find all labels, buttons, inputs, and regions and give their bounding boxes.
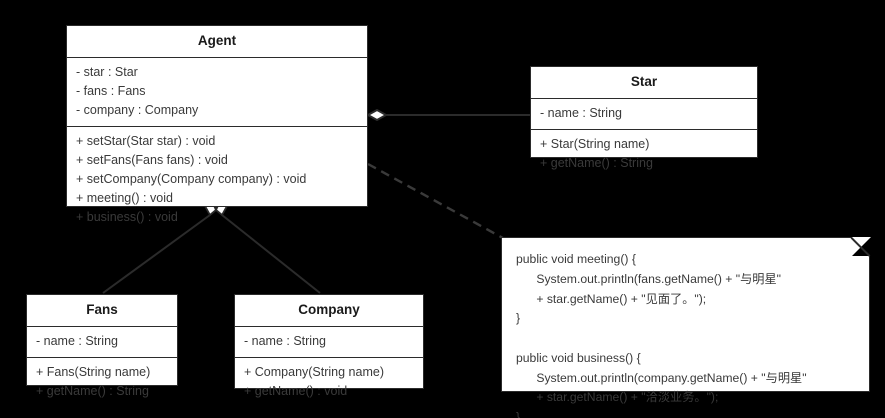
class-operations-agent: + setStar(Star star) : void + setFans(Fa… [67,127,367,233]
class-divider [27,325,177,327]
class-divider [67,56,367,58]
link-agent-company [221,214,321,294]
link-agent-fans [102,214,211,294]
class-attribute-row: - fans : Fans [76,83,146,98]
class-attributes-agent: - star : Star - fans : Fans - company : … [67,58,367,126]
class-title-star: Star [630,74,658,89]
class-box-agent[interactable]: Agent - star : Star - fans : Fans - comp… [66,25,368,224]
note-fold-corner-icon [851,236,871,256]
note-box-code[interactable]: public void meeting() { System.out.print… [501,236,871,418]
class-operations-company: + Company(String name) + getName() : voi… [235,358,423,407]
class-attributes-fans: - name : String [27,327,177,357]
class-divider [531,97,757,99]
class-divider [235,356,423,358]
class-divider [235,325,423,327]
class-operation-row: + Star(String name) [540,136,650,151]
class-operation-row: + getName() : String [36,383,149,398]
class-operation-row: + setStar(Star star) : void [76,133,216,148]
class-operation-row: + getName() : void [244,383,348,398]
class-title-company: Company [298,302,360,317]
class-attributes-star: - name : String [531,99,757,129]
class-attribute-row: - name : String [244,333,326,348]
class-divider [27,356,177,358]
class-attribute-row: - name : String [36,333,118,348]
class-operation-row: + setFans(Fans fans) : void [76,152,228,167]
class-operation-row: + setCompany(Company company) : void [76,171,307,186]
class-box-company[interactable]: Company - name : String + Company(String… [234,294,424,398]
class-operations-star: + Star(String name) + getName() : String [531,130,757,179]
class-divider [67,125,367,127]
class-operation-row: + getName() : String [540,155,653,170]
link-agent-note [367,162,513,245]
class-box-star[interactable]: Star - name : String + Star(String name)… [530,66,758,170]
class-title-fans: Fans [86,302,118,317]
class-title-agent: Agent [197,33,237,48]
class-box-fans[interactable]: Fans - name : String + Fans(String name)… [26,294,178,398]
class-attributes-company: - name : String [235,327,423,357]
class-operation-row: + meeting() : void [76,190,173,205]
class-operation-row: + business() : void [76,209,178,224]
class-divider [531,128,757,130]
aggregation-diamond-star [365,108,389,122]
class-operation-row: + Company(String name) [244,364,384,379]
class-attribute-row: - name : String [540,105,622,120]
class-operation-row: + Fans(String name) [36,364,151,379]
class-operations-fans: + Fans(String name) + getName() : String [27,358,177,407]
class-attribute-row: - company : Company [76,102,199,117]
note-code-text: public void meeting() { System.out.print… [516,252,807,418]
class-attribute-row: - star : Star [76,64,138,79]
